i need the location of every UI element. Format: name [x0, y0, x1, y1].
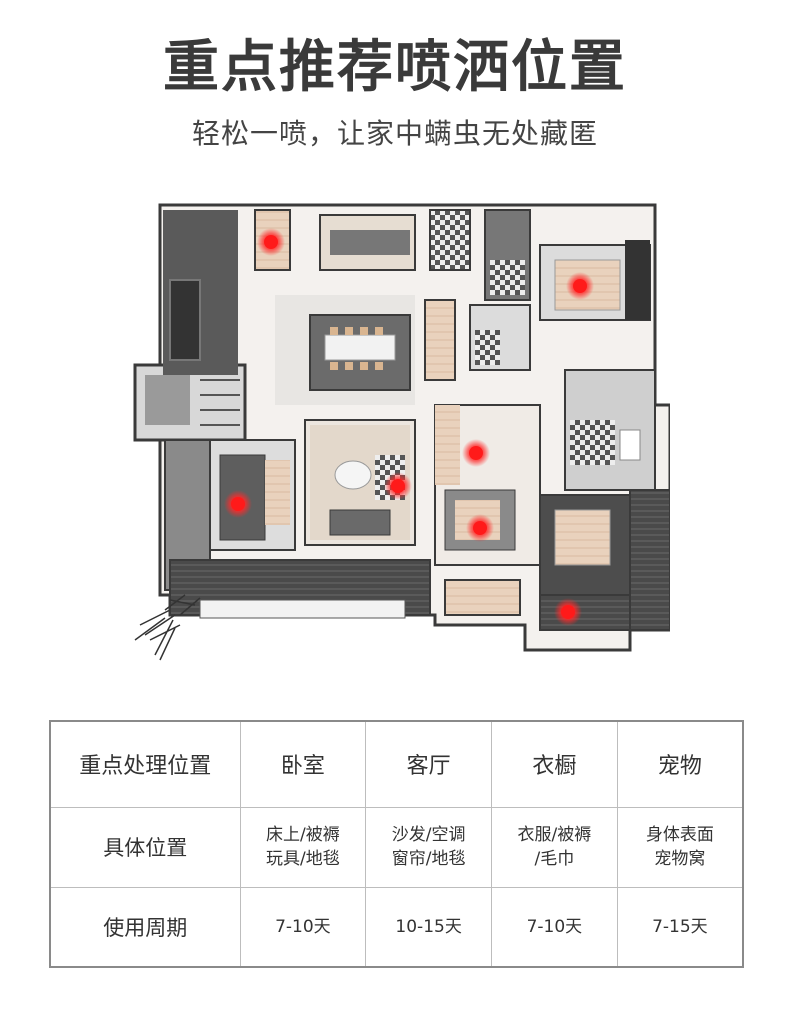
treatment-table: 重点处理位置 卧室 客厅 衣橱 宠物 具体位置 床上/被褥 玩具/地毯 沙发/空…: [49, 720, 744, 968]
cell-line: 玩具/地毯: [266, 849, 340, 869]
table-cell: 沙发/空调 窗帘/地毯: [365, 806, 492, 888]
row-header: 具体位置: [49, 806, 241, 888]
table-header-row: 重点处理位置 卧室 客厅 衣橱 宠物: [49, 720, 744, 808]
cell-line: 床上/被褥: [266, 825, 340, 845]
table-cell: 床上/被褥 玩具/地毯: [239, 806, 367, 888]
cell-line: 衣服/被褥: [517, 825, 592, 845]
column-header: 宠物: [616, 720, 744, 808]
column-header: 客厅: [365, 720, 492, 808]
table-cell: 10-15天: [365, 886, 492, 968]
cell-line: 宠物窝: [654, 849, 706, 869]
table-cell: 身体表面 宠物窝: [616, 806, 744, 888]
table-cell: 7-10天: [491, 886, 618, 968]
page-subtitle: 轻松一喷，让家中螨虫无处藏匿: [191, 117, 598, 150]
table-row: 具体位置 床上/被褥 玩具/地毯 沙发/空调 窗帘/地毯 衣服/被褥 /毛巾 身…: [49, 806, 744, 888]
cell-line: /毛巾: [534, 849, 575, 869]
table-cell: 7-10天: [239, 886, 367, 968]
table-cell: 衣服/被褥 /毛巾: [491, 806, 618, 888]
cell-line: 沙发/空调: [391, 825, 466, 845]
column-header: 衣橱: [491, 720, 618, 808]
sofa: [329, 509, 391, 536]
plant-decoration: [134, 594, 201, 661]
column-header: 卧室: [239, 720, 367, 808]
cell-line: 身体表面: [645, 825, 714, 845]
table-cell: 7-15天: [616, 886, 744, 968]
dining-table: [324, 334, 396, 361]
column-header: 重点处理位置: [49, 720, 241, 808]
page-title: 重点推荐喷洒位置: [163, 35, 627, 100]
cell-line: 窗帘/地毯: [391, 849, 466, 869]
row-header: 使用周期: [49, 886, 241, 968]
spray-spot-markers: [224, 228, 594, 626]
table-row: 使用周期 7-10天 10-15天 7-10天 7-15天: [49, 886, 744, 968]
floor-plan-illustration: [133, 203, 670, 661]
